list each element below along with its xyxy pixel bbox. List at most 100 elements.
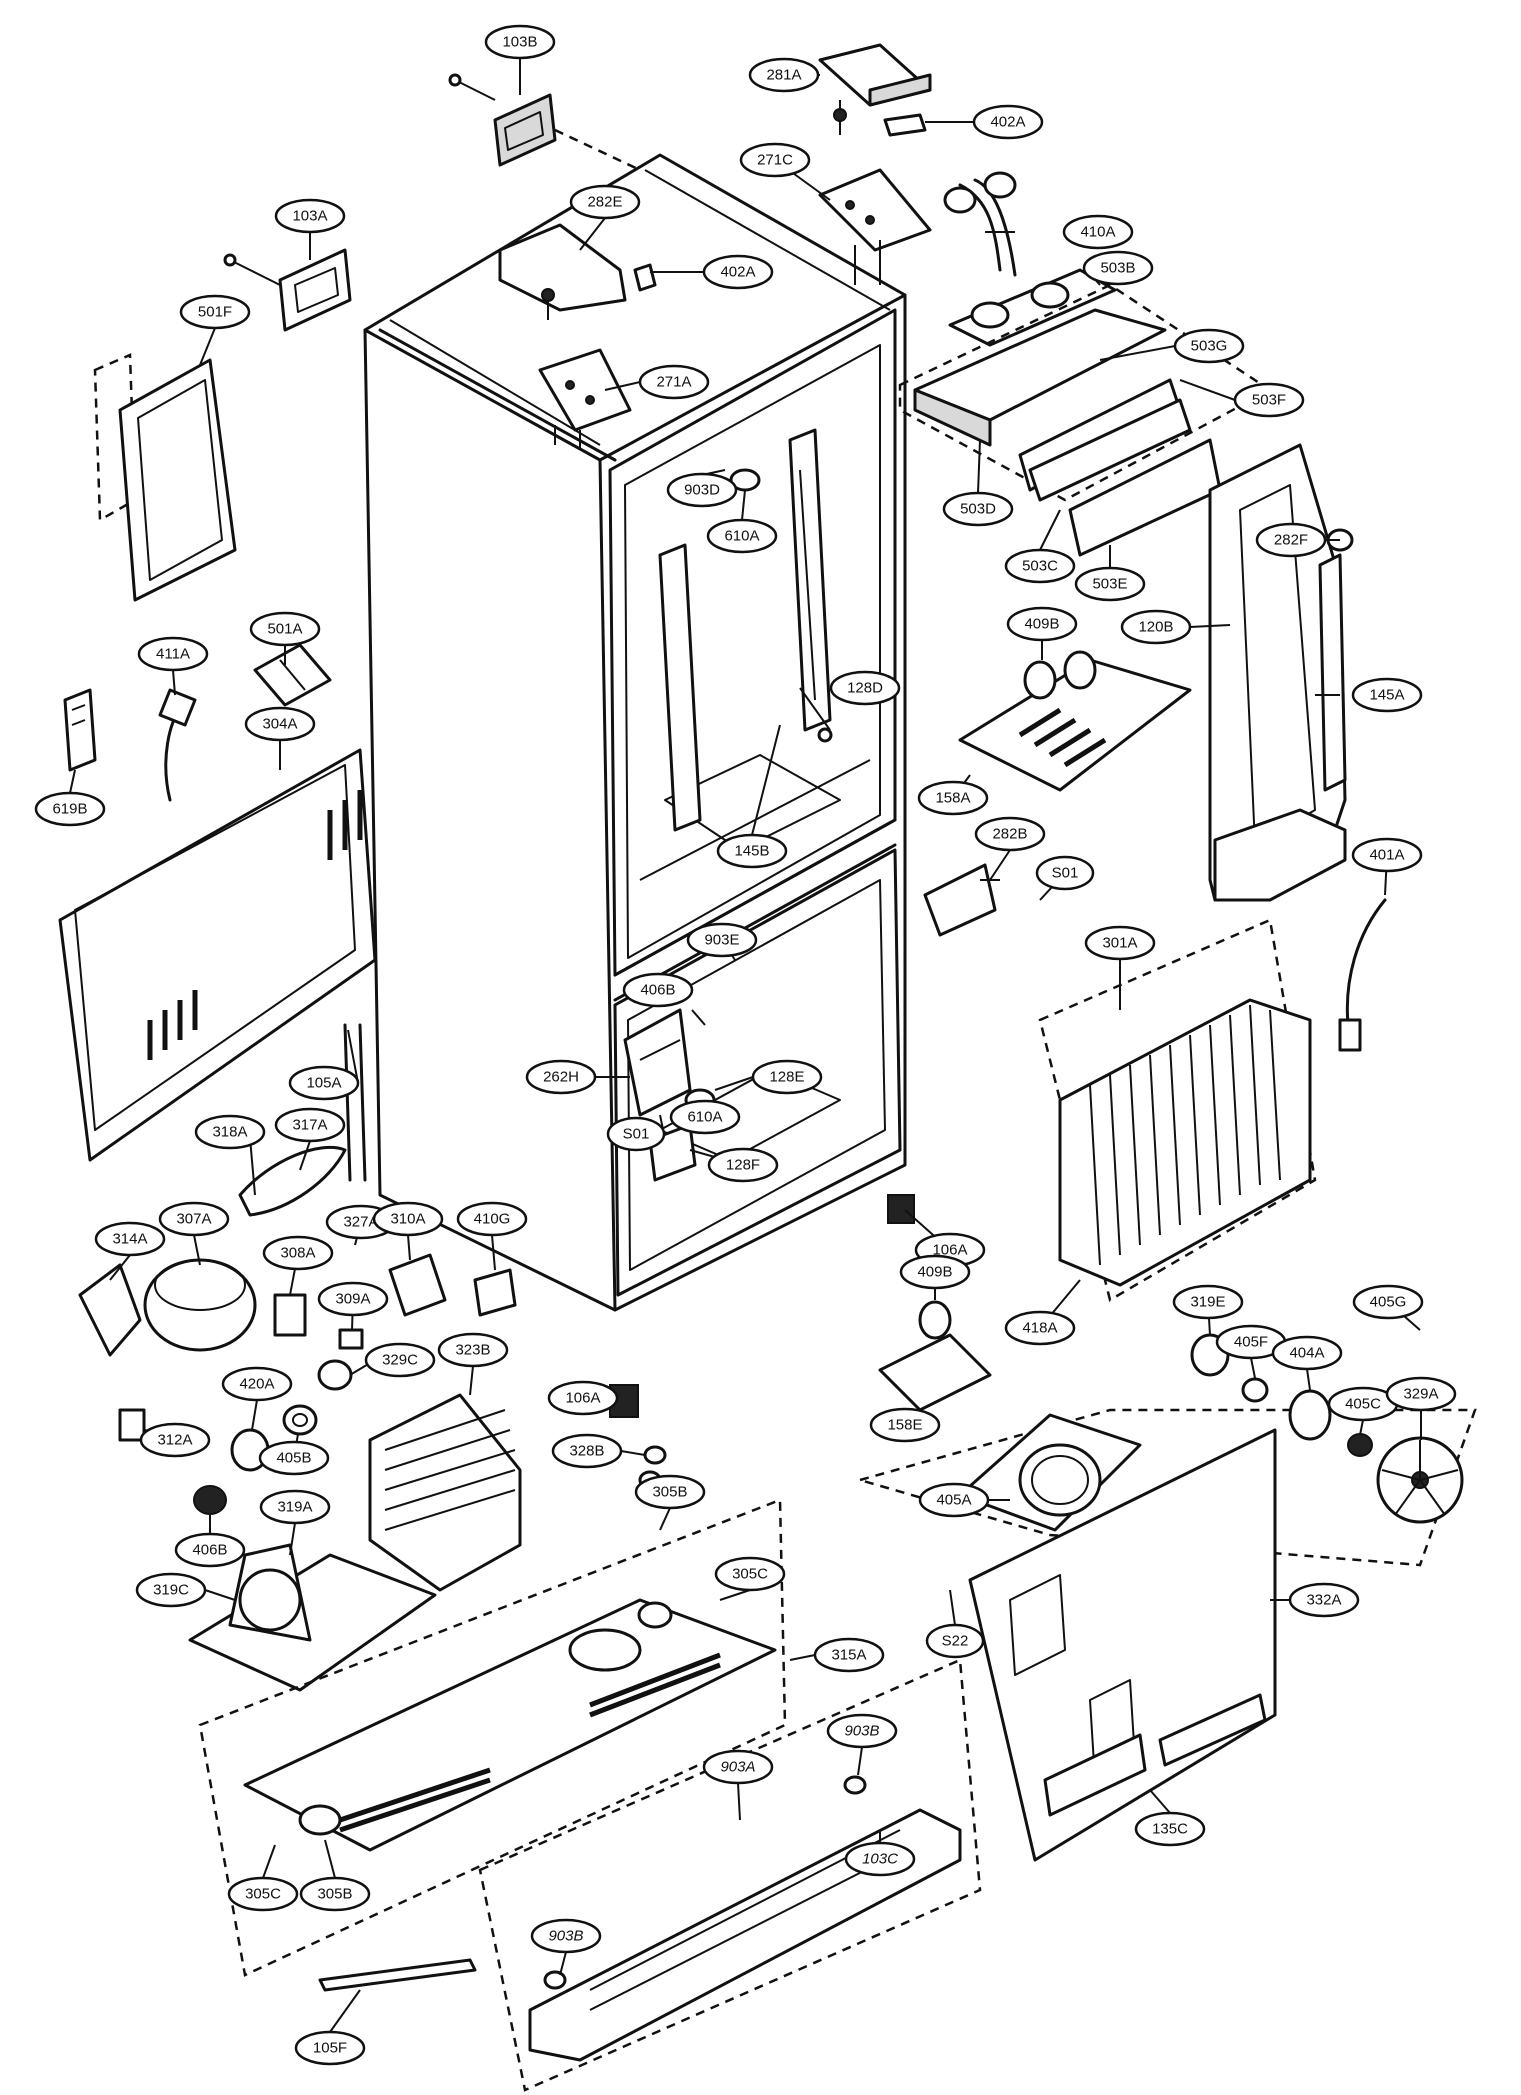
compressor-307a [143,1258,257,1352]
svg-text:S01: S01 [1052,865,1079,882]
callout-409B: 409B [899,1254,971,1290]
svg-text:105F: 105F [313,2040,347,2057]
screw-903b-top [843,1775,867,1795]
callout-106A: 106A [547,1380,619,1416]
svg-text:282E: 282E [587,194,622,211]
hinge-cover-103a [223,248,352,332]
callout-903B-top: 903B [826,1713,898,1749]
svg-text:401A: 401A [1369,847,1404,864]
callout-610A-top: 610A [706,518,778,554]
hinge-271c [818,168,932,285]
svg-text:420A: 420A [239,1376,274,1393]
svg-text:329A: 329A [1403,1386,1438,1403]
callout-402A-top: 402A [972,104,1044,140]
hinge-pin-402a-top [883,113,927,137]
svg-text:128E: 128E [769,1069,804,1086]
fan-329c [317,1359,353,1391]
callout-105A: 105A [288,1065,360,1101]
svg-text:271C: 271C [757,152,793,169]
svg-text:327A: 327A [343,1214,378,1231]
svg-text:405A: 405A [936,1492,971,1509]
callout-309A: 309A [317,1281,389,1317]
callout-103C: 103C [844,1841,916,1877]
svg-text:501F: 501F [198,304,232,321]
svg-text:305B: 305B [652,1484,687,1501]
callout-307A: 307A [158,1201,230,1237]
hinge-cover-103b [448,73,557,167]
svg-text:304A: 304A [262,716,297,733]
svg-text:406B: 406B [640,982,675,999]
callout-103A: 103A [274,198,346,234]
svg-text:903A: 903A [720,1759,755,1776]
washer-405f [1241,1377,1269,1403]
svg-text:307A: 307A [176,1211,211,1228]
callout-120B: 120B [1120,609,1192,645]
svg-text:328B: 328B [569,1443,604,1460]
callout-418A: 418A [1004,1310,1076,1346]
svg-text:503E: 503E [1092,576,1127,593]
callout-305B-top: 305B [634,1474,706,1510]
hinge-cover-282e [498,223,657,320]
svg-text:903E: 903E [704,932,739,949]
svg-text:315A: 315A [831,1647,866,1664]
svg-text:262H: 262H [543,1069,579,1086]
svg-text:405C: 405C [1345,1396,1381,1413]
cover-145b-left [658,543,702,832]
callout-405A: 405A [918,1482,990,1518]
svg-text:305B: 305B [317,1886,352,1903]
callout-305B: 305B [299,1876,371,1912]
drain-pan-319a [188,1543,437,1692]
svg-text:329C: 329C [382,1352,418,1369]
svg-text:319A: 319A [277,1499,312,1516]
callout-420A: 420A [221,1366,293,1402]
wire-harness-410a [943,171,1017,277]
callout-619B: 619B [34,791,106,827]
svg-text:503C: 503C [1022,558,1058,575]
callout-301A: 301A [1084,925,1156,961]
svg-text:503F: 503F [1252,392,1286,409]
strip-105f [318,1958,477,1992]
callout-135C: 135C [1134,1811,1206,1847]
callout-332A: 332A [1288,1582,1360,1618]
svg-text:281A: 281A [766,67,801,84]
svg-text:404A: 404A [1289,1345,1324,1362]
callout-304A: 304A [244,706,316,742]
damper-312a [118,1408,146,1442]
callout-158E: 158E [869,1407,941,1443]
fan-motor-404a [1288,1389,1332,1441]
callout-319E: 319E [1172,1284,1244,1320]
callout-271C: 271C [739,142,811,178]
callout-310A: 310A [372,1201,444,1237]
svg-text:309A: 309A [335,1291,370,1308]
callout-328B: 328B [551,1433,623,1469]
callout-282E: 282E [569,184,641,220]
callout-329A: 329A [1385,1376,1457,1412]
svg-text:145B: 145B [734,843,769,860]
svg-text:402A: 402A [720,264,755,281]
shelf-158a [958,658,1192,792]
svg-text:120B: 120B [1138,619,1173,636]
fan-blade-329a [1376,1436,1464,1524]
svg-text:903B: 903B [844,1723,879,1740]
hinge-cover-281a [818,43,932,135]
svg-text:305C: 305C [732,1566,768,1583]
svg-text:405G: 405G [1370,1294,1407,1311]
lamp-409b-top [1023,650,1097,700]
callout-128D: 128D [829,670,901,706]
callout-406B: 406B [174,1532,246,1568]
svg-text:103A: 103A [292,208,327,225]
svg-text:418A: 418A [1022,1320,1057,1337]
capacitor-309a [338,1328,364,1350]
callout-319C: 319C [135,1572,207,1608]
evaporator-301a [1058,998,1312,1287]
housing-503d [913,308,1167,447]
callout-271A: 271A [638,364,710,400]
box-314a [78,1263,142,1357]
callout-503D: 503D [942,491,1014,527]
svg-text:501A: 501A [267,621,302,638]
callout-409B-top: 409B [1006,606,1078,642]
svg-text:409B: 409B [917,1264,952,1281]
grommet-406b [193,1485,227,1515]
svg-text:410G: 410G [474,1211,511,1228]
callout-282B: 282B [974,816,1046,852]
